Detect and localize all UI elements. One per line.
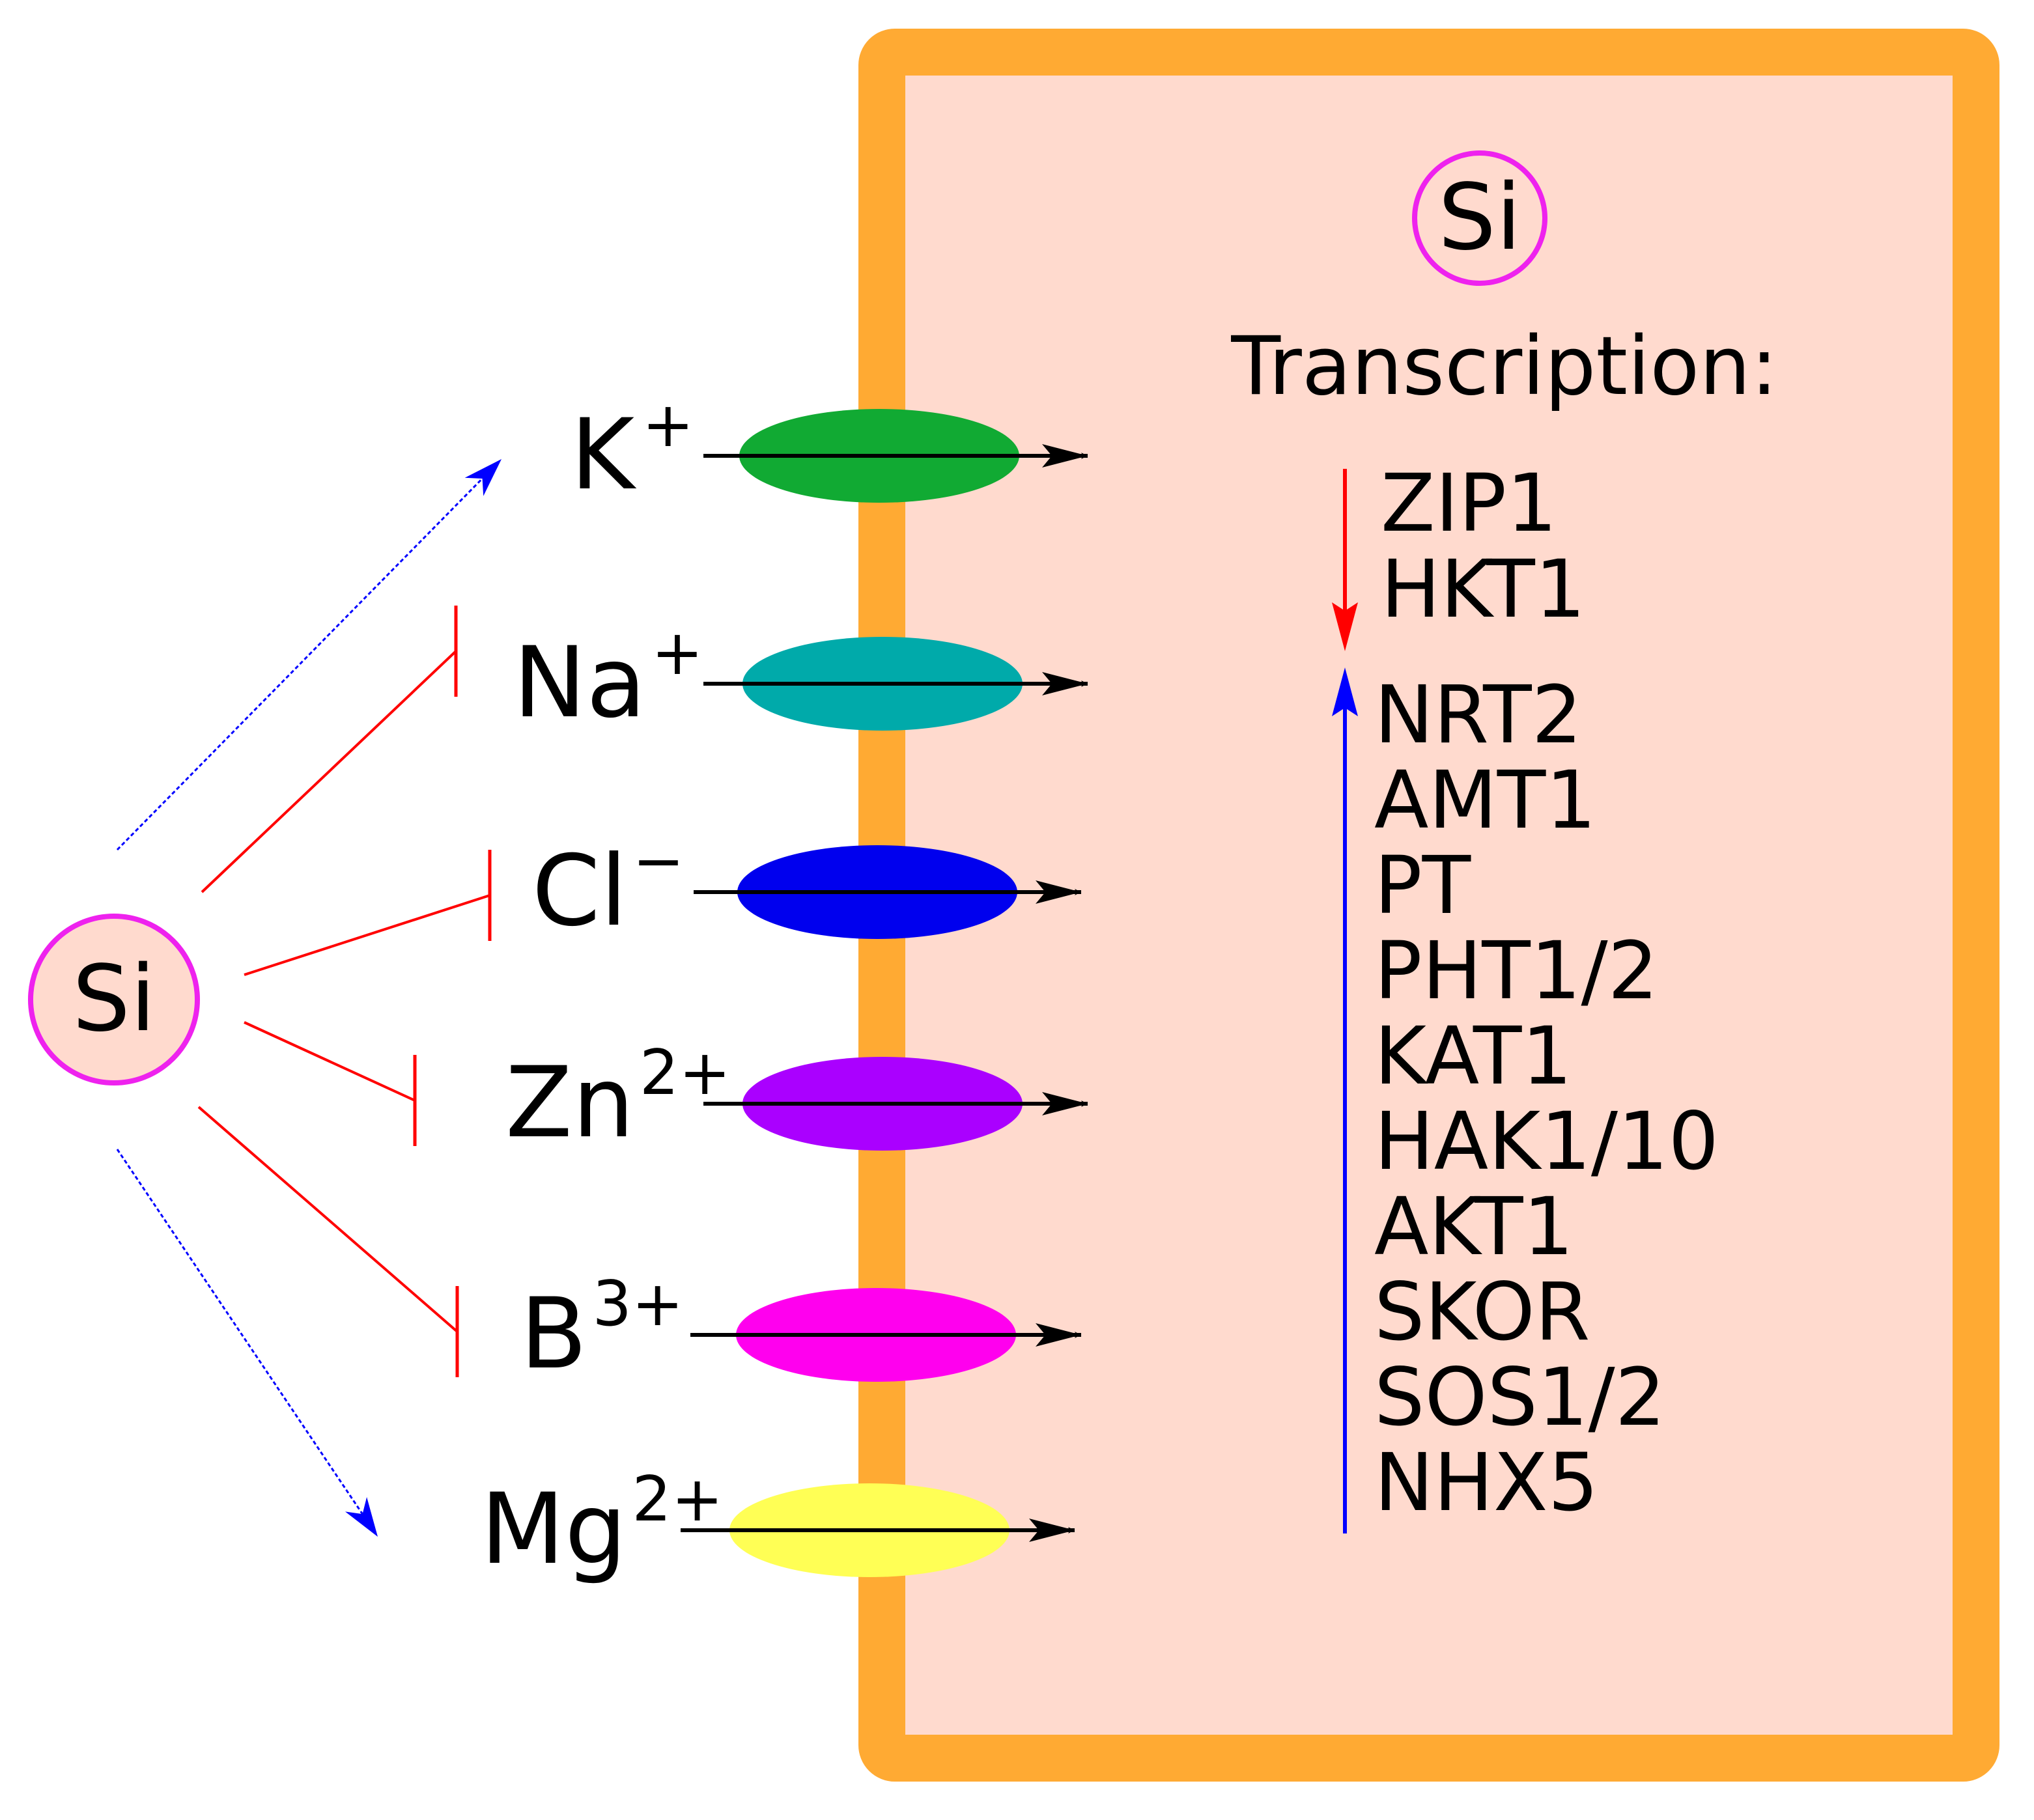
external-si-circle [28,914,200,1085]
promote-line-k [116,473,487,851]
ion-label-na: Na [513,626,646,740]
ion-charge-mg: 2+ [632,1464,723,1535]
inhibit-line-b [197,1106,459,1333]
gene-label: SOS1/2 [1374,1351,1665,1444]
ion-charge-cl: − [632,826,685,897]
ion-label-k: K [571,399,637,512]
gene-label: AMT1 [1374,754,1596,847]
gene-label: SKOR [1374,1266,1590,1358]
ion-flux-arrowhead [1042,1092,1088,1115]
downregulation-arrow [1332,469,1358,651]
external-si-label: Si [72,946,156,1052]
gene-label: AKT1 [1374,1181,1574,1273]
gene-label: PT [1374,839,1471,932]
ion-charge-na: + [651,617,703,689]
internal-si-node: Si [1412,150,1547,286]
si-regulation-lines [116,459,501,1537]
external-si-node: Si [28,914,200,1085]
internal-si-label: Si [1438,165,1521,271]
ion-channels [681,409,1088,1577]
inhibit-line-zn [244,1021,416,1102]
gene-label: ZIP1 [1381,457,1557,550]
ion-label-zn: Zn [505,1046,634,1160]
promote-line-mg [116,1149,369,1522]
ion-label-cl: Cl [532,835,627,948]
gene-label: KAT1 [1374,1010,1572,1102]
ion-flux-arrowhead [1042,444,1088,468]
ion-flux-arrowhead [1036,1323,1081,1347]
gene-label: HKT1 [1381,543,1585,636]
upregulation-arrow [1332,667,1358,1533]
ion-charge-k: + [642,389,694,461]
ion-label-mg: Mg [481,1473,627,1586]
ion-flux-arrowhead [1042,672,1088,695]
promote-arrowhead [464,459,501,496]
promote-arrowhead [345,1497,378,1537]
gene-label: HAK1/10 [1374,1095,1719,1188]
ion-label-b: B [520,1278,587,1391]
inhibit-line-na [201,650,457,893]
upregulated-genes: NRT2AMT1PTPHT1/2KAT1HAK1/10AKT1SKORSOS1/… [1374,669,1719,1529]
ion-charge-b: 3+ [592,1268,683,1340]
gene-label: PHT1/2 [1374,925,1658,1017]
ion-charge-zn: 2+ [640,1037,731,1109]
gene-label: NHX5 [1374,1436,1598,1529]
inhibit-line-cl [244,894,490,976]
internal-si-circle [1412,150,1547,286]
ion-flux-arrowhead [1036,880,1081,904]
gene-label: NRT2 [1374,669,1582,761]
transcription-label: Transcription: [1230,320,1777,413]
ion-flux-arrowhead [1029,1519,1075,1542]
